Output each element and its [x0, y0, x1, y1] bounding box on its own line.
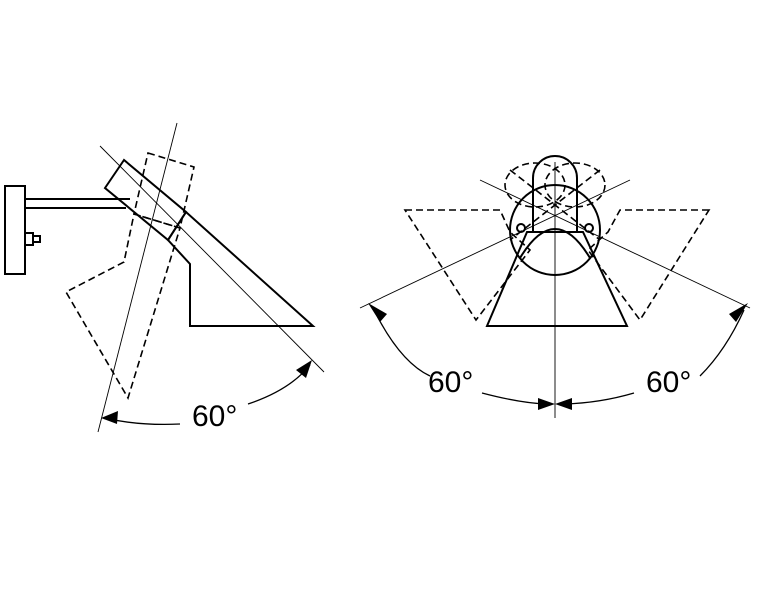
dashed-diag-b: [509, 169, 601, 241]
switch-knob-tip: [32, 235, 41, 243]
lamp-head-dashed-left: [504, 162, 566, 208]
lamp-head-solid: [532, 155, 578, 232]
lamp-shade-dashed: [64, 212, 181, 400]
lamp-shade-solid: [166, 210, 316, 327]
side-view: 60°: [4, 122, 325, 433]
lamp-shade-solid: [485, 231, 629, 327]
front-view: 60° 60°: [359, 155, 751, 418]
wall-plate: [4, 185, 26, 275]
angle-arrow-left-top: [368, 303, 387, 322]
bracket-screw-left: [516, 223, 526, 233]
angle-arc-left-lower: [481, 392, 547, 405]
angle-arc-right-lower: [563, 392, 635, 405]
angle-label-side: 60°: [192, 400, 237, 433]
switch-knob: [24, 232, 34, 246]
angle-arrow-side-left: [101, 411, 118, 424]
axis-line-right: [479, 179, 751, 309]
angle-arrow-side-right: [296, 360, 312, 378]
lamp-shade-dashed-right: [586, 209, 711, 322]
angle-label-left: 60°: [428, 366, 473, 399]
bracket-ring: [509, 184, 601, 276]
angle-arrow-right-bottom: [555, 398, 572, 410]
angle-arrow-left-bottom: [538, 398, 555, 410]
lamp-head-dashed: [133, 151, 195, 230]
shade-neck-curve: [519, 228, 591, 259]
angle-arc-right: [699, 309, 745, 377]
lamp-head-dashed-right: [544, 162, 606, 208]
angle-arrow-right-top: [729, 303, 748, 322]
axis-line-vertical: [97, 122, 178, 433]
angle-label-right: 60°: [646, 366, 691, 399]
axis-line-diagonal: [99, 145, 325, 373]
angle-arc-left: [373, 309, 431, 377]
lamp-shade-dashed-left: [403, 209, 532, 322]
axis-line-left: [359, 179, 631, 309]
bracket-screw-right: [584, 223, 594, 233]
